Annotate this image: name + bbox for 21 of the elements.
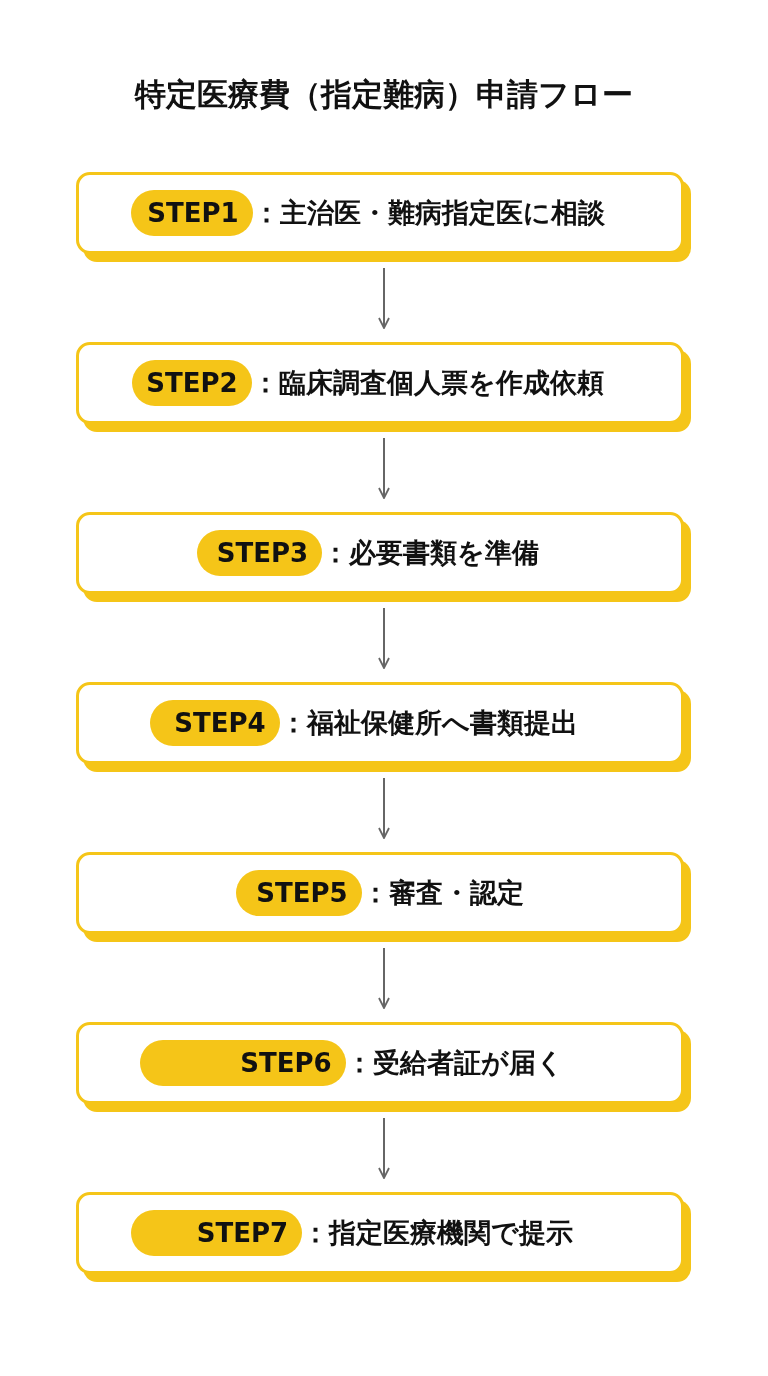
step-label: STEP4 <box>150 700 280 746</box>
step-label: STEP1 <box>131 190 253 236</box>
arrow <box>378 947 390 1009</box>
arrow <box>378 437 390 499</box>
step-text: ：指定医療機関で提示 <box>302 1216 574 1250</box>
step-text: ：必要書類を準備 <box>322 536 540 570</box>
step-text: ：主治医・難病指定医に相談 <box>252 196 605 230</box>
step-label: STEP7 <box>130 1210 303 1256</box>
step-label: STEP6 <box>140 1040 346 1086</box>
step-text: ：福祉保健所へ書類提出 <box>279 706 578 740</box>
step-label: STEP3 <box>196 530 323 576</box>
arrow <box>378 267 390 329</box>
step-label: STEP5 <box>236 870 362 916</box>
step-text: ：臨床調査個人票を作成依頼 <box>251 366 604 400</box>
arrow <box>378 777 390 839</box>
arrow <box>378 1117 390 1179</box>
step-label: STEP2 <box>132 360 252 406</box>
diagram-title: 特定医療費（指定難病）申請フロー <box>133 75 634 114</box>
step-text: ：審査・認定 <box>361 876 524 910</box>
arrow <box>378 607 390 669</box>
step-text: ：受給者証が届く <box>345 1046 564 1080</box>
